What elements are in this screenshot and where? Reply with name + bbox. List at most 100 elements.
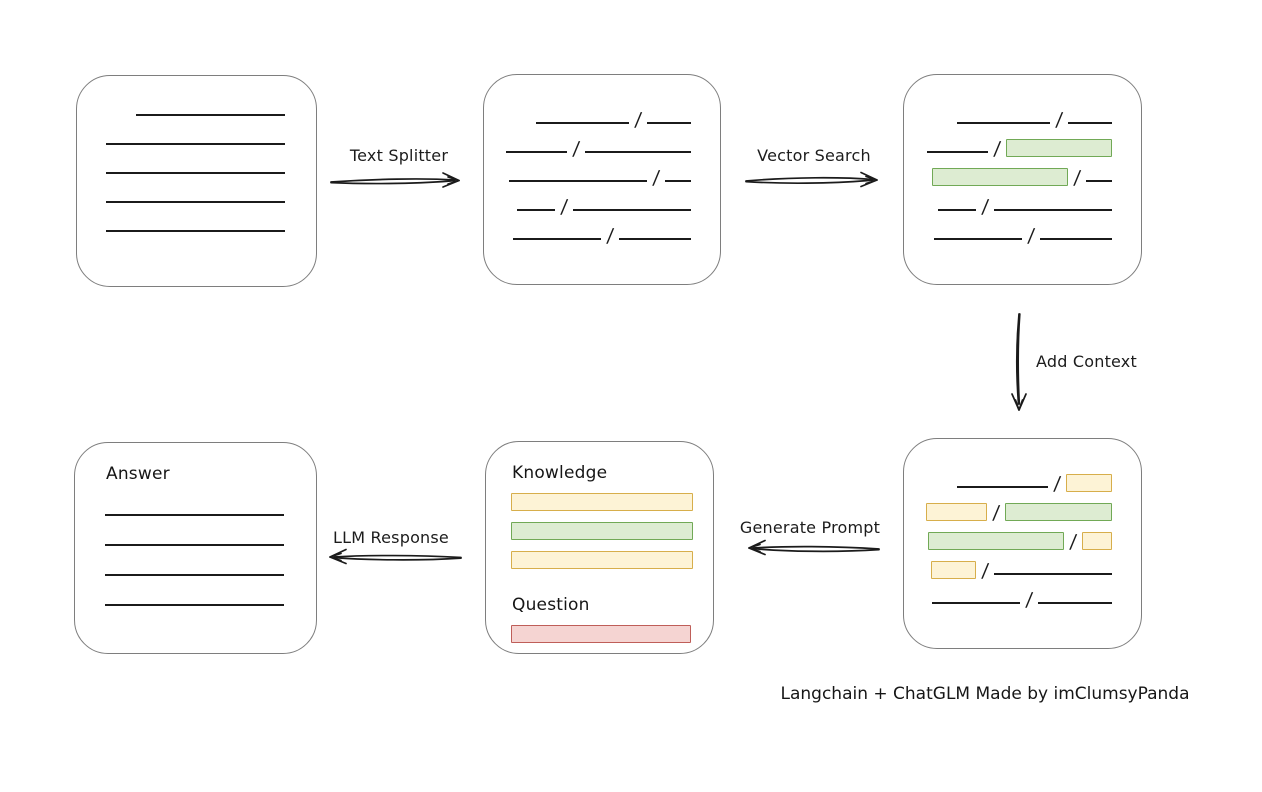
chunk-row bbox=[511, 551, 713, 580]
chunk-row: / bbox=[904, 521, 1112, 553]
text-line bbox=[508, 180, 647, 182]
chunk-row bbox=[77, 149, 285, 178]
text-line bbox=[665, 180, 691, 182]
llm-response-arrow-icon bbox=[329, 548, 462, 565]
chunk-row: / bbox=[904, 463, 1112, 495]
text-line bbox=[1038, 602, 1112, 604]
document-box bbox=[76, 75, 317, 287]
knowledge-bars bbox=[511, 493, 713, 580]
text-line bbox=[106, 201, 285, 203]
chunk-row: / bbox=[484, 215, 691, 247]
yellow-highlight-chunk bbox=[1066, 474, 1112, 492]
green-highlight-chunk bbox=[931, 168, 1068, 186]
text-line bbox=[956, 122, 1050, 124]
yellow-highlight-chunk bbox=[925, 503, 987, 521]
chunk-row: / bbox=[904, 550, 1112, 582]
chunk-row: / bbox=[904, 157, 1112, 189]
green-highlight-chunk bbox=[511, 522, 693, 540]
slash-separator: / bbox=[980, 196, 990, 218]
slash-separator: / bbox=[571, 138, 581, 160]
chunk-row bbox=[77, 178, 285, 207]
text-line bbox=[106, 230, 285, 232]
knowledge-label: Knowledge bbox=[512, 463, 608, 483]
chunk-row bbox=[77, 120, 285, 149]
text-line bbox=[585, 151, 691, 153]
slash-separator: / bbox=[651, 167, 661, 189]
chunk-row: / bbox=[904, 579, 1112, 611]
text-line bbox=[1086, 180, 1112, 182]
chunk-row: / bbox=[904, 186, 1112, 218]
text-line bbox=[105, 574, 284, 576]
text-line bbox=[512, 238, 601, 240]
generate-prompt-label: Generate Prompt bbox=[739, 518, 881, 537]
context-box: ///// bbox=[903, 438, 1142, 649]
text-line bbox=[647, 122, 691, 124]
green-highlight-chunk bbox=[1005, 503, 1112, 521]
chunk-row bbox=[77, 91, 285, 120]
chunk-row bbox=[511, 493, 713, 522]
text-line bbox=[105, 604, 284, 606]
text-line bbox=[619, 238, 691, 240]
generate-prompt-arrow-icon bbox=[748, 539, 880, 556]
text-line bbox=[956, 486, 1048, 488]
yellow-highlight-chunk bbox=[511, 493, 693, 511]
chunk-row bbox=[511, 522, 713, 551]
text-line bbox=[516, 209, 555, 211]
answer-lines bbox=[75, 484, 316, 610]
red-highlight-chunk bbox=[511, 625, 691, 643]
add-context-arrow-icon bbox=[1011, 313, 1027, 411]
chunk-row: / bbox=[484, 99, 691, 131]
chunk-row bbox=[105, 520, 316, 550]
slash-separator: / bbox=[1072, 167, 1082, 189]
answer-label: Answer bbox=[106, 464, 170, 484]
slash-separator: / bbox=[980, 560, 990, 582]
text-line bbox=[105, 514, 284, 516]
caption: Langchain + ChatGLM Made by imClumsyPand… bbox=[780, 684, 1190, 704]
yellow-highlight-chunk bbox=[1082, 532, 1112, 550]
green-highlight-chunk bbox=[1006, 139, 1112, 157]
chunk-row: / bbox=[484, 186, 691, 218]
chunk-row bbox=[77, 207, 285, 236]
chunk-row bbox=[105, 550, 316, 580]
slash-separator: / bbox=[1024, 589, 1034, 611]
chunk-row: / bbox=[484, 128, 691, 160]
text-line bbox=[994, 573, 1112, 575]
chunk-row: / bbox=[904, 99, 1112, 131]
text-line bbox=[937, 209, 976, 211]
text-line bbox=[926, 151, 988, 153]
chunk-row: / bbox=[904, 128, 1112, 160]
text-line bbox=[994, 209, 1112, 211]
slash-separator: / bbox=[1068, 531, 1078, 553]
split-chunks-box: / / / / / bbox=[483, 74, 721, 285]
text-line bbox=[106, 172, 285, 174]
slash-separator: / bbox=[992, 138, 1002, 160]
text-splitter-label: Text Splitter bbox=[349, 146, 449, 165]
llm-response-label: LLM Response bbox=[333, 528, 449, 547]
yellow-highlight-chunk bbox=[511, 551, 693, 569]
text-line bbox=[933, 238, 1022, 240]
slash-separator: / bbox=[633, 109, 643, 131]
text-line bbox=[105, 544, 284, 546]
text-splitter-arrow-icon bbox=[330, 172, 460, 188]
chunk-row: / bbox=[904, 492, 1112, 524]
answer-box: Answer bbox=[74, 442, 317, 654]
chunk-row: / bbox=[904, 215, 1112, 247]
chunk-row bbox=[511, 625, 713, 654]
text-line bbox=[1068, 122, 1112, 124]
chunk-row: / bbox=[484, 157, 691, 189]
vector-search-label: Vector Search bbox=[757, 146, 871, 165]
vector-search-results-box: ///// bbox=[903, 74, 1142, 285]
slash-separator: / bbox=[559, 196, 569, 218]
text-line bbox=[535, 122, 629, 124]
text-line bbox=[106, 143, 285, 145]
vector-search-arrow-icon bbox=[745, 171, 878, 188]
question-label: Question bbox=[512, 595, 590, 615]
search-result-lines: ///// bbox=[904, 75, 1141, 247]
context-lines: ///// bbox=[904, 439, 1141, 611]
text-line bbox=[573, 209, 691, 211]
question-bar bbox=[511, 625, 713, 654]
text-line bbox=[931, 602, 1020, 604]
slash-separator: / bbox=[1054, 109, 1064, 131]
slash-separator: / bbox=[605, 225, 615, 247]
